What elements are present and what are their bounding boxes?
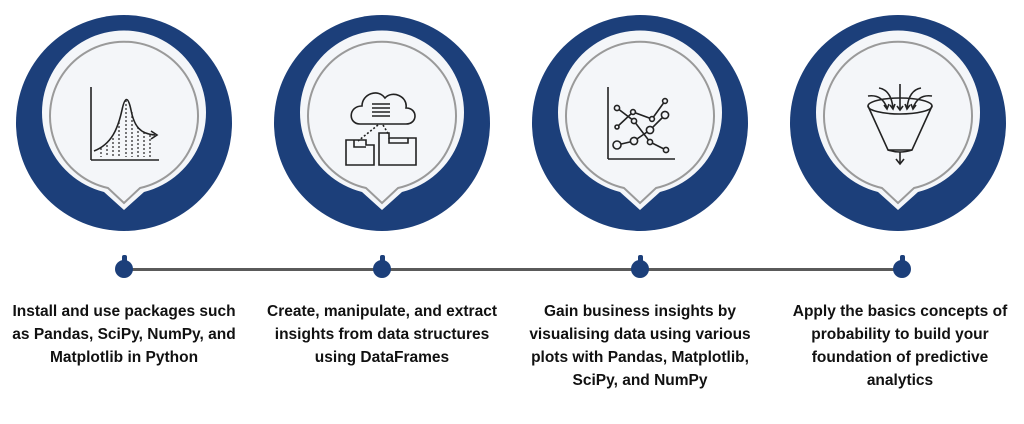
step-caption: Create, manipulate, and extract insights… [267, 303, 497, 366]
line-plot-icon [607, 87, 675, 160]
funnel-icon [867, 84, 933, 166]
step-marker-dot [373, 260, 391, 278]
bell-curve-chart-icon [90, 87, 159, 161]
timeline-step-2: Create, manipulate, and extract insights… [258, 0, 514, 424]
cloud-data-boxes-icon [345, 92, 417, 166]
step-badge [274, 15, 490, 231]
step-marker-dot [893, 260, 911, 278]
step-badge [790, 15, 1006, 231]
timeline-step-3: Gain business insights by visualising da… [516, 0, 772, 424]
step-caption: Apply the basics concepts of probability… [792, 303, 1008, 389]
step-marker-dot [631, 260, 649, 278]
step-caption: Gain business insights by visualising da… [529, 303, 751, 389]
step-badge [16, 15, 232, 231]
step-caption: Install and use packages such as Pandas,… [12, 303, 236, 366]
timeline-step-4: Apply the basics concepts of probability… [774, 0, 1024, 424]
timeline-connector [124, 268, 902, 271]
step-marker-dot [115, 260, 133, 278]
timeline-step-1: Install and use packages such as Pandas,… [0, 0, 256, 424]
step-badge [532, 15, 748, 231]
